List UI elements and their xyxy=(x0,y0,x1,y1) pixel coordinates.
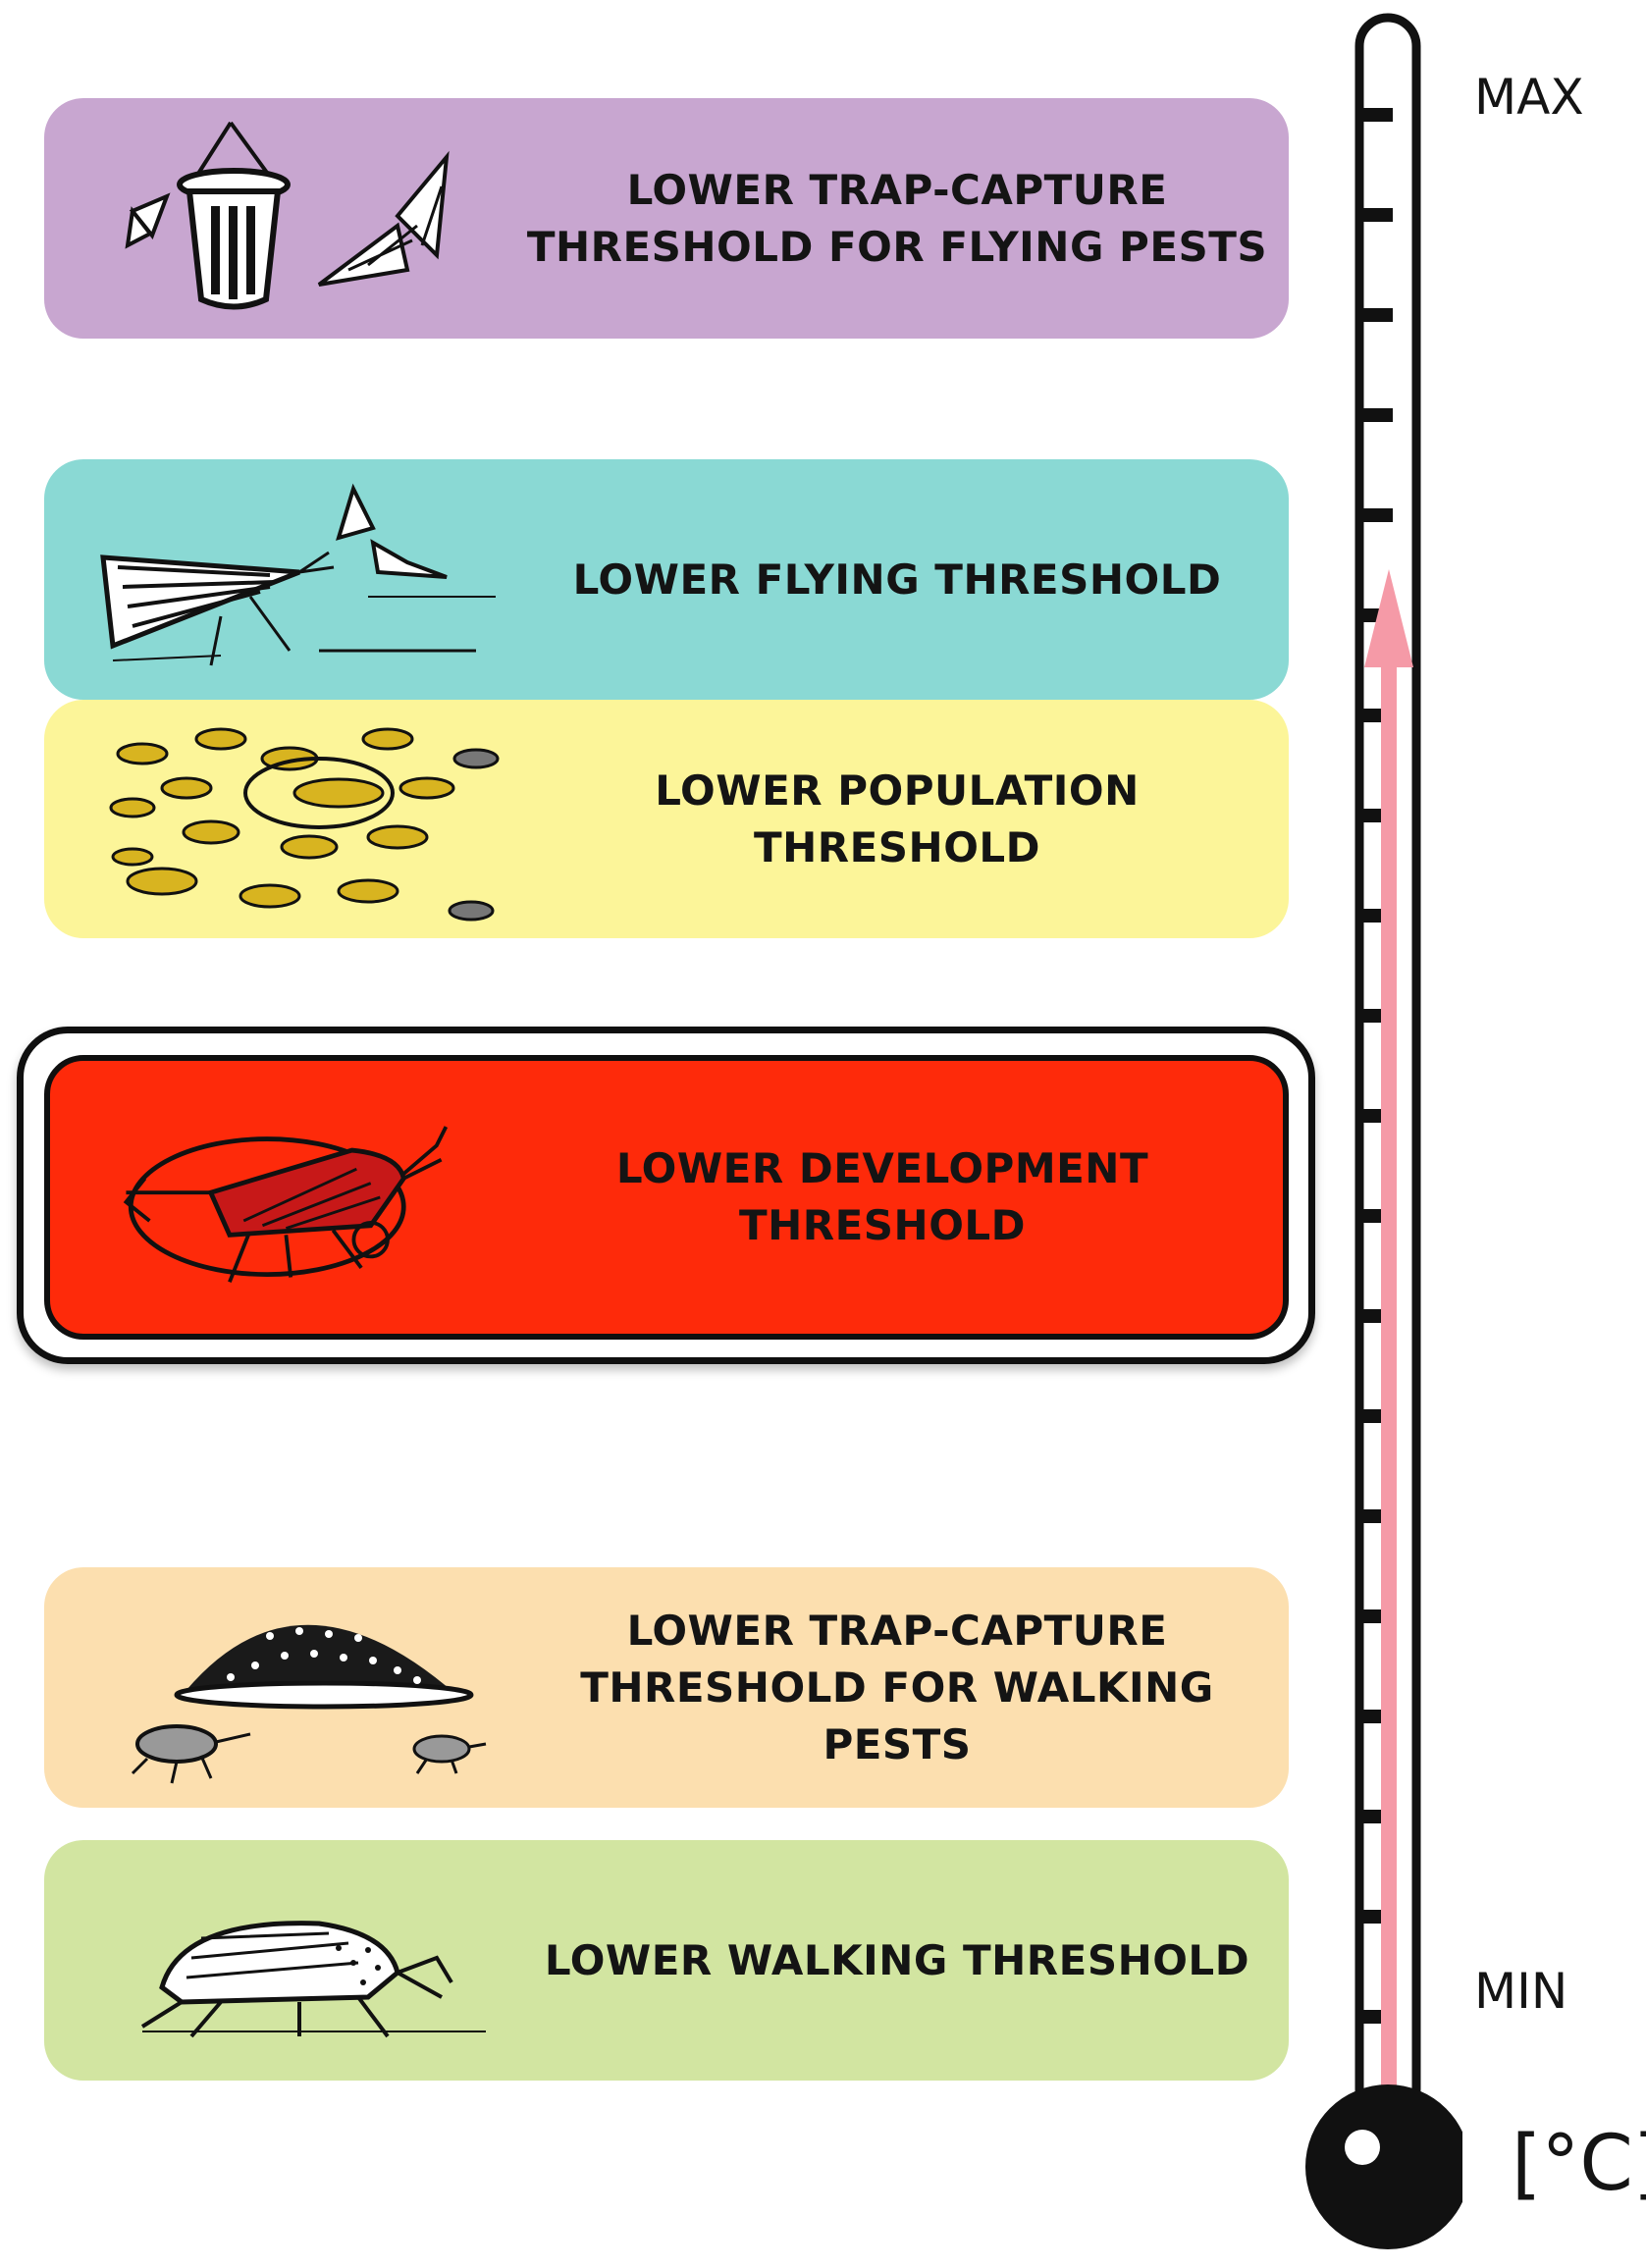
thermometer-tick xyxy=(1359,108,1393,122)
thermometer-tick xyxy=(1359,408,1393,422)
trap-moths-icon xyxy=(125,121,450,310)
temperature-arrow-shaft xyxy=(1381,658,1397,2110)
band-walking: LOWER WALKING THRESHOLD xyxy=(44,1840,1289,2081)
walking-weevil-icon xyxy=(140,1921,486,2038)
band-label: LOWER WALKING THRESHOLD xyxy=(544,1935,1250,1984)
band-development: LOWER DEVELOPMENT THRESHOLD xyxy=(44,1055,1289,1340)
ground-trap-beetles-icon xyxy=(131,1624,487,1784)
temperature-arrow-head xyxy=(1364,569,1413,667)
beetle-population-icon xyxy=(109,727,500,922)
flying-moths-icon xyxy=(100,483,496,666)
thermometer xyxy=(1305,13,1462,2249)
band-label: LOWER FLYING THRESHOLD xyxy=(572,554,1222,604)
band-population: LOWER POPULATION THRESHOLD xyxy=(44,700,1289,938)
band-label: LOWER TRAP-CAPTURE THRESHOLD FOR WALKING… xyxy=(580,1606,1214,1768)
band-label: LOWER POPULATION THRESHOLD xyxy=(655,765,1140,871)
thermometer-bulb-highlight xyxy=(1345,2130,1380,2165)
thermometer-bulb xyxy=(1305,2084,1462,2249)
beetle-development-icon xyxy=(123,1126,449,1283)
thermometer-tick xyxy=(1359,308,1393,322)
band-label: LOWER DEVELOPMENT THRESHOLD xyxy=(615,1144,1149,1249)
thermometer-tick xyxy=(1359,208,1393,222)
band-flying: LOWER FLYING THRESHOLD xyxy=(44,459,1289,700)
max-label: MAX xyxy=(1474,69,1584,126)
band-trap-capture-flying: LOWER TRAP-CAPTURE THRESHOLD FOR FLYING … xyxy=(44,98,1289,339)
band-trap-capture-walking: LOWER TRAP-CAPTURE THRESHOLD FOR WALKING… xyxy=(44,1567,1289,1808)
thermometer-tick xyxy=(1359,508,1393,522)
unit-label: [°C] xyxy=(1512,2120,1646,2208)
highlight-frame xyxy=(17,1027,1315,1364)
min-label: MIN xyxy=(1474,1963,1568,2020)
band-label: LOWER TRAP-CAPTURE THRESHOLD FOR FLYING … xyxy=(526,165,1268,271)
